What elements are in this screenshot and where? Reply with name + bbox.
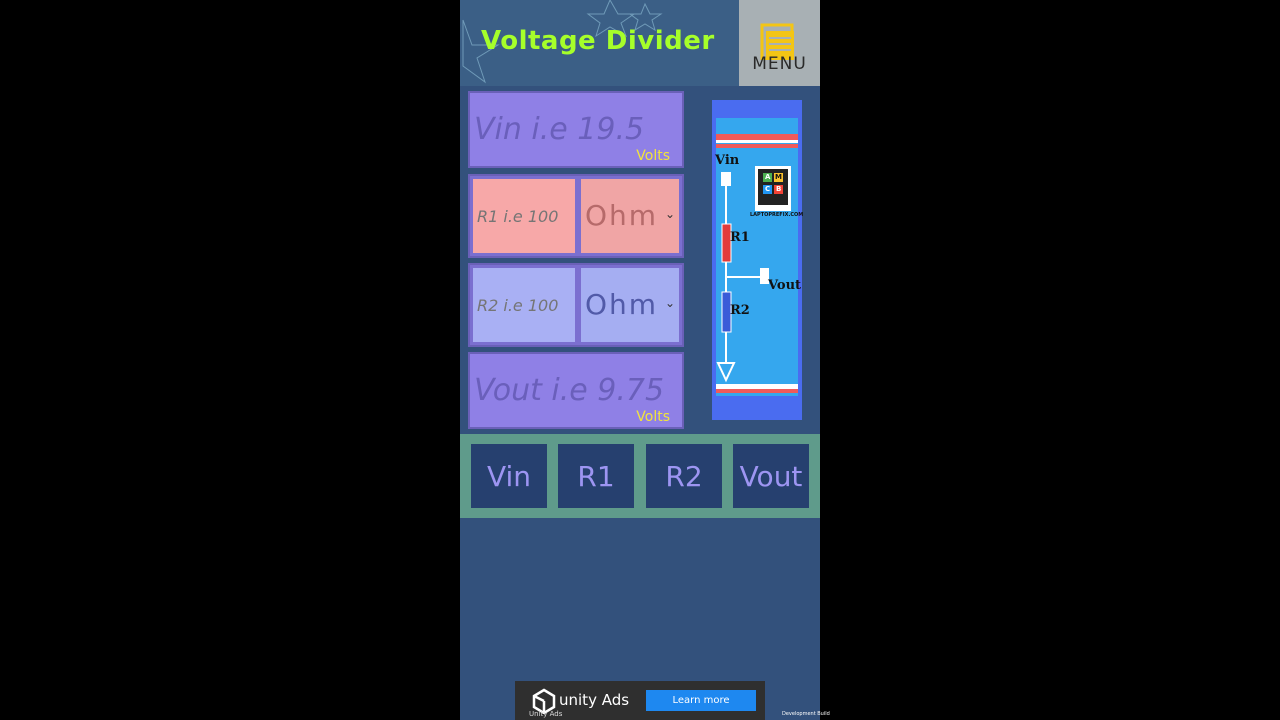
logo-letter: A: [765, 173, 771, 181]
menu-button[interactable]: MENU: [739, 0, 820, 86]
tab-r2[interactable]: R2: [646, 444, 722, 508]
vout-panel: Volts: [468, 352, 684, 429]
tab-vin[interactable]: Vin: [471, 444, 547, 508]
tab-r1[interactable]: R1: [558, 444, 634, 508]
learn-more-button[interactable]: Learn more: [646, 690, 756, 711]
r2-unit-value: Ohm: [585, 288, 659, 321]
app-screen: Voltage Divider MENU Volts Ohm ⌄: [460, 0, 820, 720]
r1-unit-dropdown[interactable]: Ohm ⌄: [581, 179, 679, 253]
logo-caption: LAPTOPREFIX.COM: [750, 212, 804, 218]
ad-banner[interactable]: unity Ads Learn more Unity Ads: [515, 681, 765, 720]
tab-vout[interactable]: Vout: [733, 444, 809, 508]
r1-input[interactable]: [473, 179, 575, 253]
voltage-divider-circuit-icon: [716, 118, 798, 396]
vout-input[interactable]: [470, 354, 682, 427]
logo-letter: B: [776, 185, 782, 193]
unity-logo-icon: [532, 688, 556, 714]
tab-bar: Vin R1 R2 Vout: [460, 434, 820, 518]
logo-letter: M: [775, 173, 782, 181]
r2-input[interactable]: [473, 268, 575, 342]
vout-unit-label: Volts: [636, 409, 670, 425]
logo-letter: C: [765, 185, 771, 193]
r2-panel: Ohm ⌄: [468, 263, 684, 347]
chevron-down-icon: ⌄: [664, 296, 675, 310]
r2-unit-dropdown[interactable]: Ohm ⌄: [581, 268, 679, 342]
circuit-diagram: Vin R1 R2 Vout A M C B LAPTOPREFIX.COM: [712, 100, 804, 420]
r1-field-wrap: [473, 179, 575, 253]
ad-small-label: Unity Ads: [529, 710, 563, 718]
ad-brand-label: unity Ads: [559, 691, 630, 709]
header: Voltage Divider MENU: [460, 0, 820, 86]
vin-panel: Volts: [468, 91, 684, 168]
diagram-vin-label: Vin: [715, 153, 740, 168]
star-decoration-icon: [462, 0, 663, 84]
dev-build-label: Development Build: [782, 711, 830, 717]
vin-input[interactable]: [470, 93, 682, 166]
menu-label: MENU: [752, 54, 807, 74]
document-icon: [760, 23, 794, 60]
chevron-down-icon: ⌄: [664, 207, 675, 221]
diagram-r2-label: R2: [730, 303, 750, 318]
page-title: Voltage Divider: [481, 26, 715, 56]
r1-unit-value: Ohm: [585, 199, 659, 232]
vin-unit-label: Volts: [636, 148, 670, 164]
diagram-vout-label: Vout: [768, 278, 802, 293]
diagram-r1-label: R1: [730, 230, 750, 245]
r1-panel: Ohm ⌄: [468, 174, 684, 258]
r2-field-wrap: [473, 268, 575, 342]
